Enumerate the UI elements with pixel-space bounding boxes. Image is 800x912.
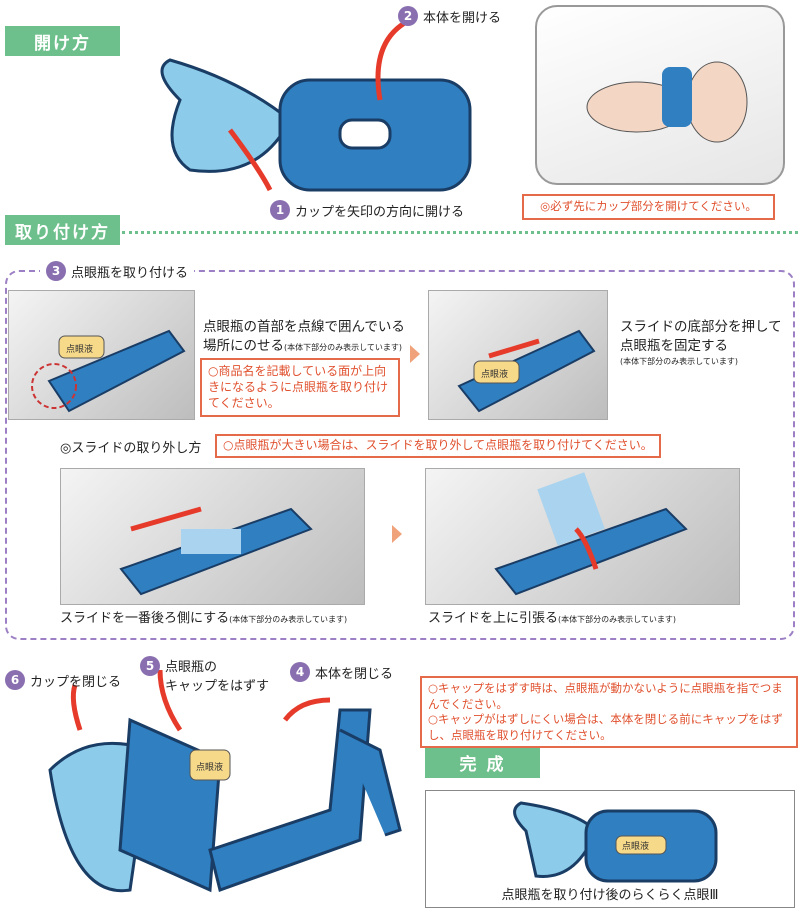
instruction-line: 場所にのせる (203, 337, 284, 354)
complete-box: 点眼液 点眼瓶を取り付け後のらくらく点眼Ⅲ (425, 790, 795, 908)
device-open-illustration (160, 17, 472, 192)
svg-text:点眼液: 点眼液 (481, 368, 508, 380)
divider (122, 231, 798, 234)
section-title-complete: 完 成 (425, 746, 540, 778)
device-complete-illustration: 点眼液 (513, 801, 718, 883)
warning-open-cup: ◎必ず先にカップ部分を開けてください。 (522, 194, 775, 220)
step-6-label: 6 カップを閉じる (5, 670, 121, 690)
instruction-line: スライドの底部分を押して (620, 319, 782, 335)
step-text: 点眼瓶を取り付ける (71, 265, 189, 281)
complete-caption: 点眼瓶を取り付け後のらくらく点眼Ⅲ (501, 888, 719, 903)
step-text: カップを閉じる (30, 674, 122, 690)
warning-cap-removal: ○キャップをはずす時は、点眼瓶が動かないように点眼瓶を指でつまんでください。 ○… (420, 676, 798, 749)
step-text: カップを矢印の方向に開ける (295, 204, 465, 220)
warning-label-up: ○商品名を記載している面が上向きになるように点眼瓶を取り付けてください。 (200, 358, 400, 417)
caption-text: スライドを一番後ろ側にする (60, 611, 230, 626)
step-text: キャップをはずす (165, 679, 270, 694)
hands-photo (535, 5, 785, 185)
step-number: 4 (290, 662, 310, 682)
step-number: 1 (270, 200, 290, 220)
slide-removal-title: ◎スライドの取り外し方 (60, 441, 202, 456)
note: (本体下部分のみ表示しています) (558, 615, 677, 624)
step-number: 5 (140, 656, 160, 676)
note: (本体下部分のみ表示しています) (229, 615, 348, 624)
arrow-next-icon (392, 525, 402, 543)
warning-large-bottle: ○点眼瓶が大きい場合は、スライドを取り外して点眼瓶を取り付けてください。 (215, 434, 661, 458)
step-text: 点眼瓶の (165, 660, 218, 675)
panel3-image (60, 468, 365, 605)
instruction-line: 点眼瓶の首部を点線で囲んでいる (203, 319, 405, 335)
panel1-image: 点眼液 (8, 290, 195, 420)
caption-text: スライドを上に引張る (428, 611, 559, 626)
step-text: 本体を開ける (423, 10, 502, 26)
instruction-line: 点眼瓶を固定する (620, 337, 728, 354)
panel4-image (425, 468, 740, 605)
panel1-instruction: 点眼瓶の首部を点線で囲んでいる 場所にのせる(本体下部分のみ表示しています) (203, 318, 405, 356)
svg-text:点眼液: 点眼液 (622, 840, 649, 852)
step-3-label: 3 点眼瓶を取り付ける (40, 261, 195, 281)
section-title-attach: 取り付け方 (5, 215, 120, 245)
step-1-label: 1 カップを矢印の方向に開ける (270, 200, 464, 220)
svg-text:点眼液: 点眼液 (196, 761, 223, 773)
panel3-caption: スライドを一番後ろ側にする(本体下部分のみ表示しています) (60, 610, 347, 628)
panel2-instruction: スライドの底部分を押して 点眼瓶を固定する (本体下部分のみ表示しています) (620, 318, 782, 367)
arrow-next-icon (410, 345, 420, 363)
panel2-image: 点眼液 (428, 290, 608, 420)
step-4-label: 4 本体を閉じる (290, 662, 393, 682)
step-number: 3 (46, 261, 66, 281)
step-text: 本体を閉じる (315, 666, 394, 682)
step-number: 6 (5, 670, 25, 690)
panel4-caption: スライドを上に引張る(本体下部分のみ表示しています) (428, 610, 676, 628)
warning-line: ○キャップをはずす時は、点眼瓶が動かないように点眼瓶を指でつまんでください。 (428, 681, 783, 711)
section-title-open: 開け方 (5, 26, 120, 56)
warning-line: ○キャップがはずしにくい場合は、本体を閉じる前にキャップをはずし、点眼瓶を取り付… (428, 712, 783, 742)
step-number: 2 (398, 6, 418, 26)
note: (本体下部分のみ表示しています) (620, 356, 739, 366)
svg-text:点眼液: 点眼液 (66, 343, 93, 355)
attach-steps-box (5, 270, 795, 640)
note: (本体下部分のみ表示しています) (284, 342, 403, 352)
step-2-label: 2 本体を開ける (398, 6, 501, 26)
device-close-illustration: 点眼液 (48, 669, 402, 893)
step-5-label: 5 点眼瓶のキャップをはずす (140, 656, 269, 694)
